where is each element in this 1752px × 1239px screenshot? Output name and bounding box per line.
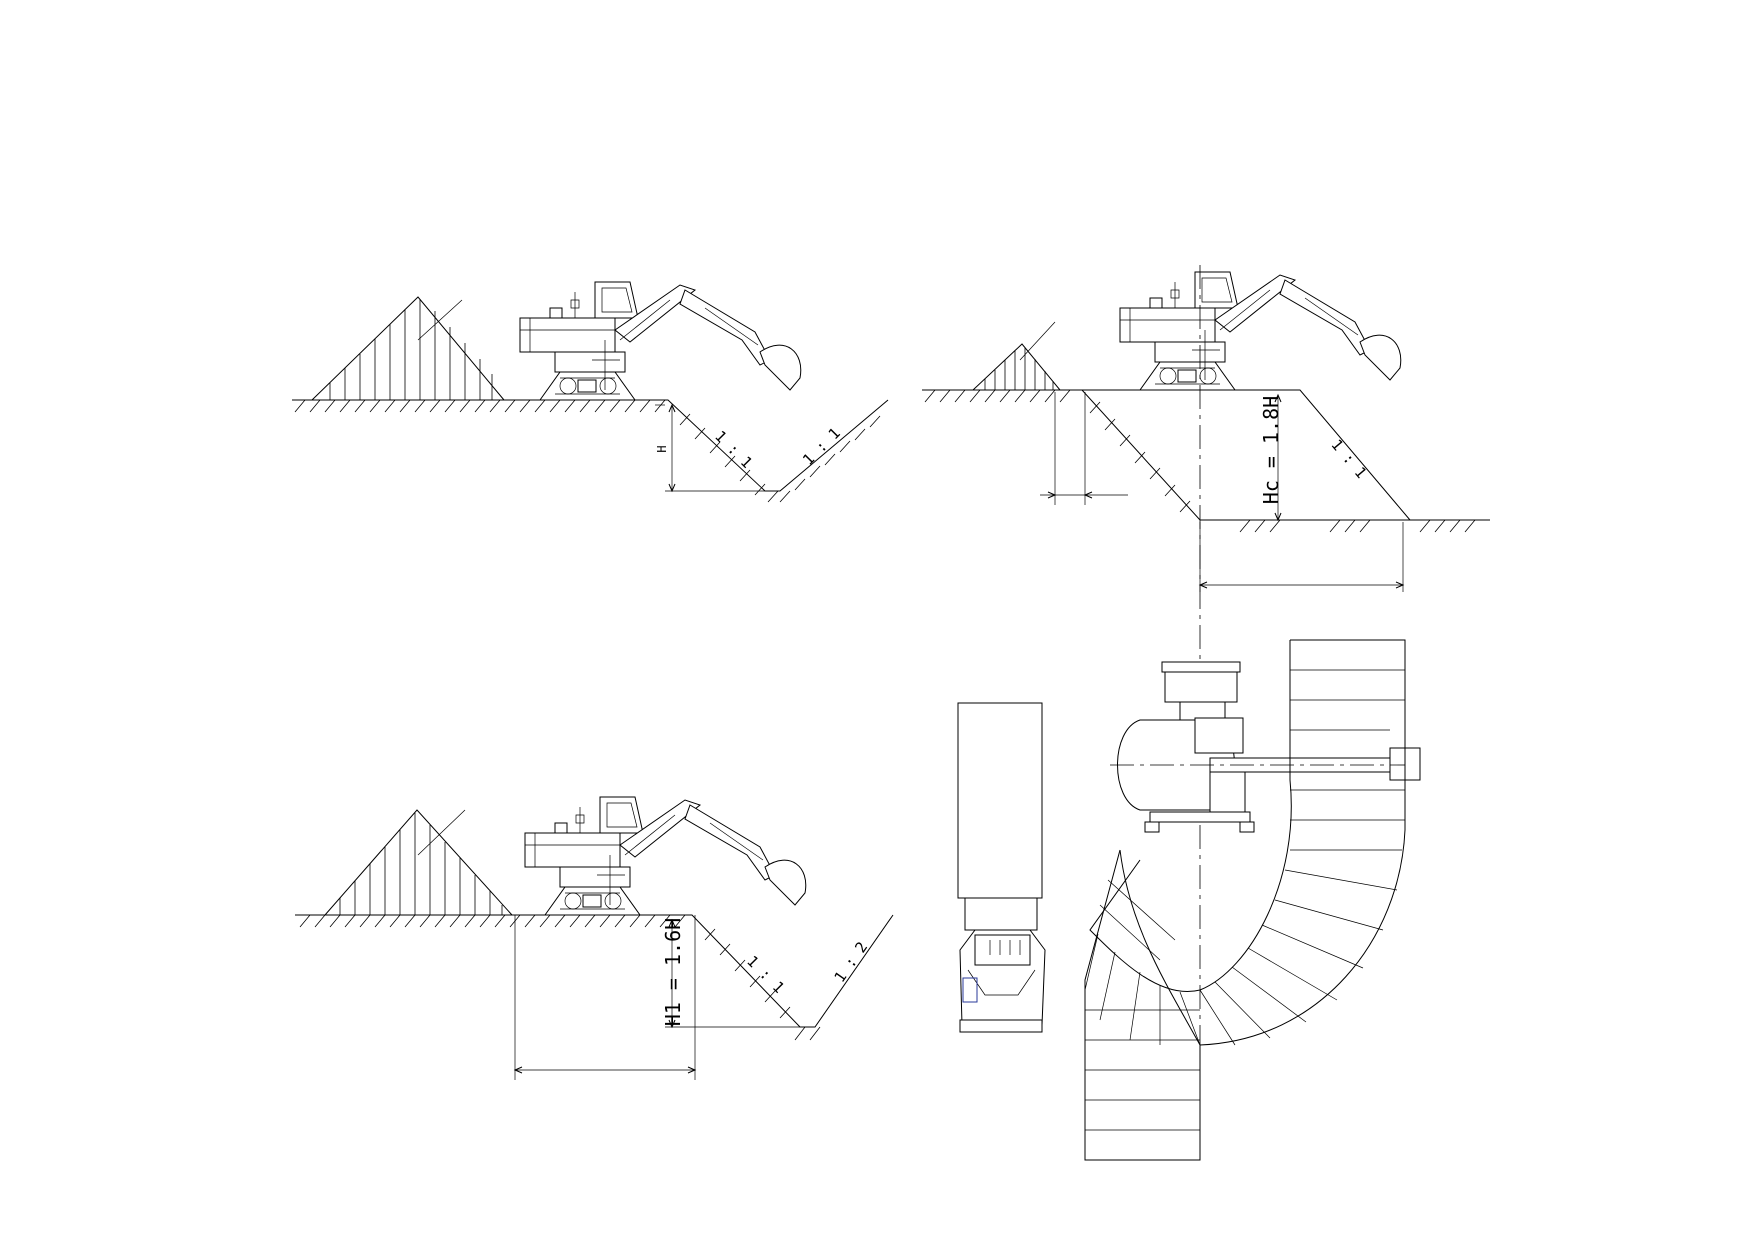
excavator-side-b (1119, 271, 1402, 391)
depth-dimension-a: H (655, 403, 770, 493)
slope-label-a-outer: 1 : 1 (799, 424, 844, 469)
slope-label-b: 1 : 1 (1327, 436, 1370, 482)
dump-truck-plan (957, 702, 1046, 1033)
depth-label-a: H (655, 445, 669, 452)
depth-label-c: H1 = 1.6H (661, 918, 685, 1026)
panel-a: H 1 : 1 1 : 1 (292, 281, 889, 503)
excavator-plan (1110, 661, 1421, 833)
excavator-side-c (524, 796, 807, 916)
excavator-side-a (519, 281, 802, 401)
ground-hatch-a (294, 399, 881, 503)
spoil-pile-hatch-a (329, 299, 493, 400)
panel-b: Hc = 1.8H 1 : 1 (922, 271, 1490, 592)
slope-label-c-outer: 1 : 2 (831, 938, 872, 985)
plan-sector-lines (1084, 669, 1405, 1131)
slope-label-a-inner: 1 : 1 (711, 427, 756, 472)
panel-c: H1 = 1.6H 1 : 1 1 : 2 (295, 796, 894, 1080)
depth-label-b: Hc = 1.8H (1259, 396, 1283, 504)
panel-d (957, 639, 1421, 1161)
